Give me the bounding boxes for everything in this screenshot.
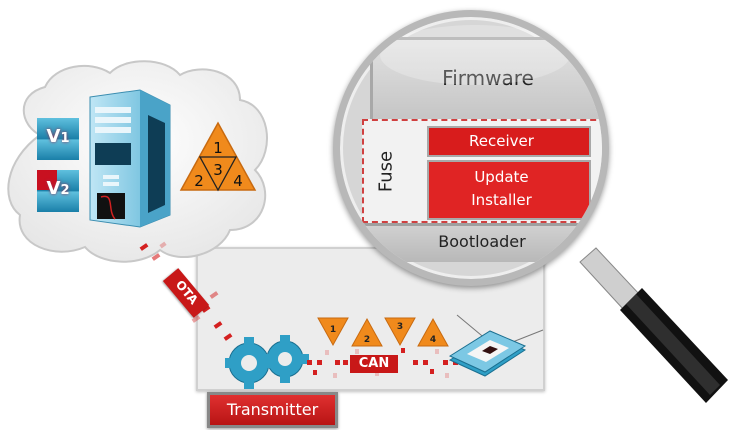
packet-2: 2 <box>351 317 383 347</box>
packet-2-label: 2 <box>364 335 370 345</box>
packet-3: 3 <box>384 317 416 347</box>
can-label: CAN <box>358 356 390 371</box>
version-v1-label: V1 <box>46 126 70 147</box>
bootloader-label: Bootloader <box>438 232 526 251</box>
lens-highlight <box>380 25 570 85</box>
ecu-board-icon <box>448 314 544 377</box>
ota-link <box>139 241 233 341</box>
segment-4: 4 <box>233 172 243 190</box>
packet-4: 4 <box>417 317 449 347</box>
update-installer-line1: Update <box>474 168 529 186</box>
can-badge: CAN <box>350 355 398 373</box>
transmitter-label: Transmitter <box>226 400 319 419</box>
packet-1: 1 <box>317 317 349 347</box>
gears-icon <box>225 335 309 389</box>
receiver-block: Receiver <box>427 126 591 157</box>
firmware-block: Firmware <box>370 37 602 125</box>
bootloader-block: Bootloader <box>362 223 602 262</box>
version-v2: V2 <box>37 170 79 212</box>
packet-4-label: 4 <box>430 335 436 345</box>
segment-triangle-icon: 1 3 2 4 <box>179 121 257 192</box>
segment-3: 3 <box>213 161 223 179</box>
server-icon <box>89 89 171 228</box>
fuse-label: Fuse <box>375 150 397 193</box>
version-v2-label: V2 <box>46 178 70 199</box>
update-installer-line2: Installer <box>471 191 532 209</box>
packet-1-label: 1 <box>330 325 336 335</box>
version-v1: V1 <box>37 118 79 160</box>
magnifier-handle <box>579 247 728 403</box>
packet-3-label: 3 <box>397 322 403 332</box>
magnifier-lens: Firmware Fuse Receiver Update Installer … <box>333 10 609 286</box>
receiver-label: Receiver <box>469 132 534 150</box>
segment-1: 1 <box>213 139 223 157</box>
segment-2: 2 <box>194 172 204 190</box>
firmware-label: Firmware <box>442 66 534 90</box>
transmitter-badge: Transmitter <box>207 392 338 428</box>
update-installer-block: Update Installer <box>427 160 591 220</box>
can-packets: 1 2 3 4 <box>317 317 449 347</box>
